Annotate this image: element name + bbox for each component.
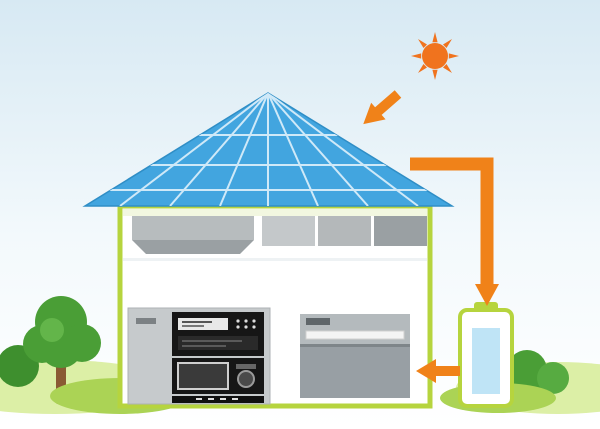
energy-arrow-battery-to-appliances — [416, 359, 460, 383]
appliance-display — [178, 318, 228, 330]
storage-battery — [458, 302, 514, 408]
window-pane-2 — [318, 216, 371, 246]
energy-arrow-sun-to-roof — [363, 90, 402, 125]
sun-icon — [411, 32, 459, 80]
dishwasher-label — [306, 318, 330, 325]
dishwasher-door — [300, 344, 410, 398]
energy-arrow-roof-to-battery — [410, 157, 499, 306]
battery-window — [472, 328, 500, 394]
dishwasher — [300, 314, 410, 398]
window-pane-3 — [374, 216, 427, 246]
appliance-stack — [172, 312, 264, 403]
microwave-window — [177, 362, 229, 390]
second-floor-windows — [262, 216, 427, 246]
eave-strip — [123, 209, 427, 216]
bush-foliage-light — [537, 362, 569, 394]
floor-divider — [123, 258, 427, 261]
cabinet-handle — [136, 318, 156, 324]
window-pane-1 — [262, 216, 315, 246]
tree-foliage-highlight — [40, 318, 64, 342]
left-trees — [0, 296, 101, 404]
tree-foliage — [23, 296, 101, 368]
second-floor-hood — [132, 216, 254, 254]
appliance-buttons — [236, 319, 256, 329]
dishwasher-handle — [305, 330, 405, 340]
microwave-dial — [237, 370, 255, 388]
